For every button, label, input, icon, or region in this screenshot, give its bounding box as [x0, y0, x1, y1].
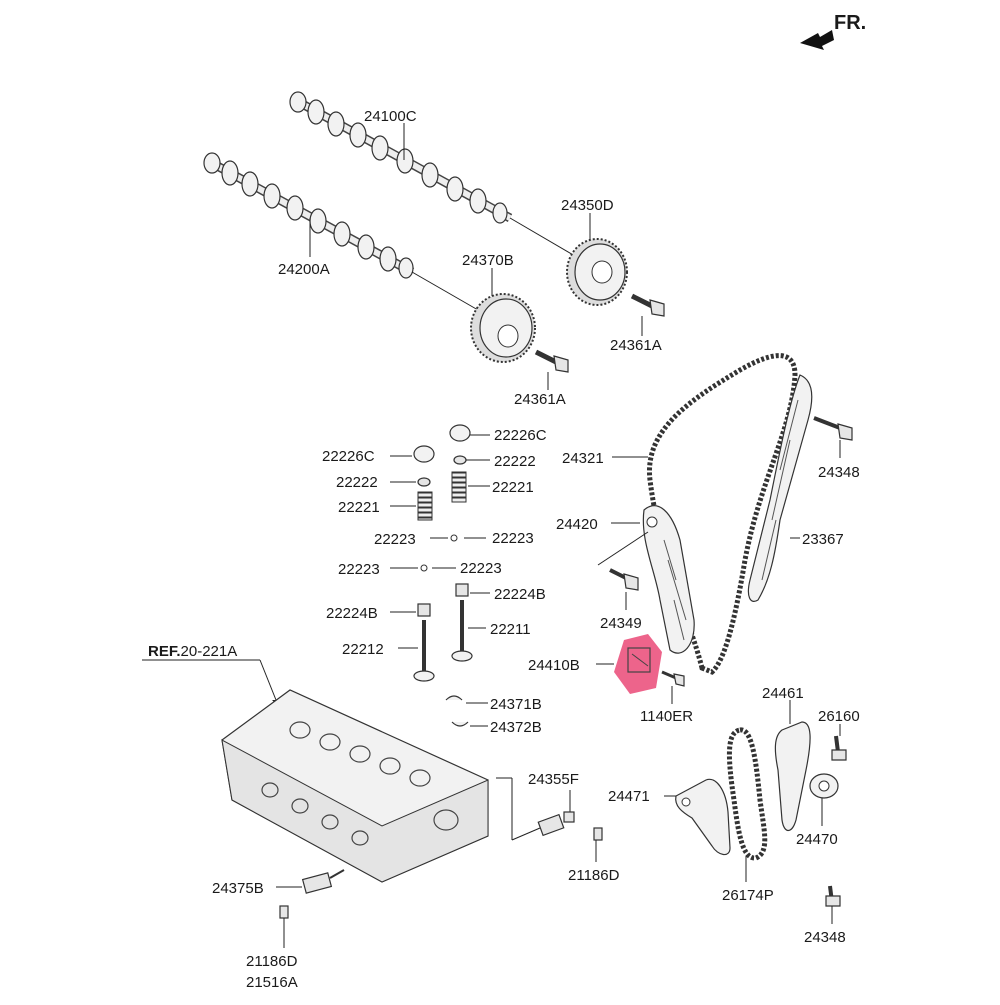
label-24372b[interactable]: 24372B [490, 719, 542, 736]
label-22223-4[interactable]: 22223 [460, 560, 502, 577]
label-22223-1[interactable]: 22223 [374, 531, 416, 548]
retainer-22222-left [417, 477, 431, 487]
label-1140er[interactable]: 1140ER [640, 708, 693, 725]
label-24461[interactable]: 24461 [762, 685, 804, 702]
retainer-22222-right [453, 455, 467, 465]
bolt-24361a-lower [534, 349, 569, 373]
label-22222-left[interactable]: 22222 [336, 474, 378, 491]
label-22222-right[interactable]: 22222 [494, 453, 536, 470]
bearing-24371b [445, 695, 463, 701]
label-22212[interactable]: 22212 [342, 641, 384, 658]
label-22226c-left[interactable]: 22226C [322, 448, 375, 465]
valve-seal-22224b-left [417, 603, 431, 617]
label-24370b[interactable]: 24370B [462, 252, 514, 269]
bolt-1140er [661, 670, 685, 687]
bolt-24349 [609, 568, 639, 591]
cam-sprocket-24370b [411, 271, 536, 363]
tensioner-spring-24470 [809, 773, 839, 799]
label-23367[interactable]: 23367 [802, 531, 844, 548]
tensioner-24461 [774, 721, 811, 832]
label-22224b-right[interactable]: 22224B [494, 586, 546, 603]
valve-lifter-22226c-right [449, 424, 471, 442]
cylinder-head [221, 689, 489, 883]
label-24348-upper[interactable]: 24348 [818, 464, 860, 481]
label-24100c[interactable]: 24100C [364, 108, 417, 125]
tensioner-24410b-highlight[interactable] [614, 634, 662, 694]
valve-22211 [451, 600, 473, 662]
sensor-24355f [537, 811, 575, 837]
label-24361a-lower[interactable]: 24361A [514, 391, 566, 408]
bolt-21186d-left [279, 905, 289, 919]
label-24470[interactable]: 24470 [796, 831, 838, 848]
label-26160[interactable]: 26160 [818, 708, 860, 725]
bolt-26160 [831, 735, 847, 761]
valve-seal-22224b-right [455, 583, 469, 597]
label-22221-left[interactable]: 22221 [338, 499, 380, 516]
oil-pump-chain-26174p [726, 727, 768, 861]
label-24355f[interactable]: 24355F [528, 771, 579, 788]
ref-label[interactable]: REF.20-221A [148, 643, 237, 660]
valve-lifter-22226c-left [413, 445, 435, 463]
label-24361a-upper[interactable]: 24361A [610, 337, 662, 354]
valve-spring-22221-left [417, 491, 433, 521]
bolt-24348-lower [825, 885, 841, 907]
label-21186d-left[interactable]: 21186D [246, 953, 298, 970]
front-direction-arrow-icon [800, 30, 834, 50]
label-22224b-left[interactable]: 22224B [326, 605, 378, 622]
valve-keeper-22223 [420, 534, 458, 572]
label-21186d-right[interactable]: 21186D [568, 867, 620, 884]
label-24410b[interactable]: 24410B [528, 657, 580, 674]
label-22226c-right[interactable]: 22226C [494, 427, 547, 444]
chain-guide-24471 [675, 778, 731, 856]
label-24375b[interactable]: 24375B [212, 880, 264, 897]
label-24200a[interactable]: 24200A [278, 261, 330, 278]
bolt-21186d-right [593, 827, 603, 841]
label-22211[interactable]: 22211 [490, 621, 531, 638]
label-24350d[interactable]: 24350D [561, 197, 614, 214]
label-24420[interactable]: 24420 [556, 516, 598, 533]
label-22223-2[interactable]: 22223 [492, 530, 534, 547]
label-24348-lower[interactable]: 24348 [804, 929, 846, 946]
label-24371b[interactable]: 24371B [490, 696, 542, 713]
label-24471[interactable]: 24471 [608, 788, 650, 805]
bearing-24372b [451, 721, 469, 727]
valve-22212 [413, 620, 435, 682]
ref-label-rest: 20-221A [181, 643, 238, 660]
direction-label: FR. [834, 12, 866, 34]
ref-label-bold: REF. [148, 643, 181, 660]
label-24349[interactable]: 24349 [600, 615, 642, 632]
tensioner-arm-24420 [642, 505, 695, 654]
label-24321[interactable]: 24321 [562, 450, 604, 467]
camshaft-24200a [203, 152, 415, 279]
bolt-24361a-upper [630, 293, 665, 317]
label-22221-right[interactable]: 22221 [492, 479, 534, 496]
chain-guide-23367 [747, 374, 813, 602]
sensor-24375b [301, 869, 345, 894]
camshaft-24100c [289, 91, 513, 224]
label-21516a[interactable]: 21516A [246, 974, 298, 991]
label-22223-3[interactable]: 22223 [338, 561, 380, 578]
cam-sprocket-24350d [509, 217, 628, 306]
valve-spring-22221-right [451, 471, 467, 503]
label-26174p[interactable]: 26174P [722, 887, 774, 904]
bolt-24348-upper [813, 416, 853, 441]
